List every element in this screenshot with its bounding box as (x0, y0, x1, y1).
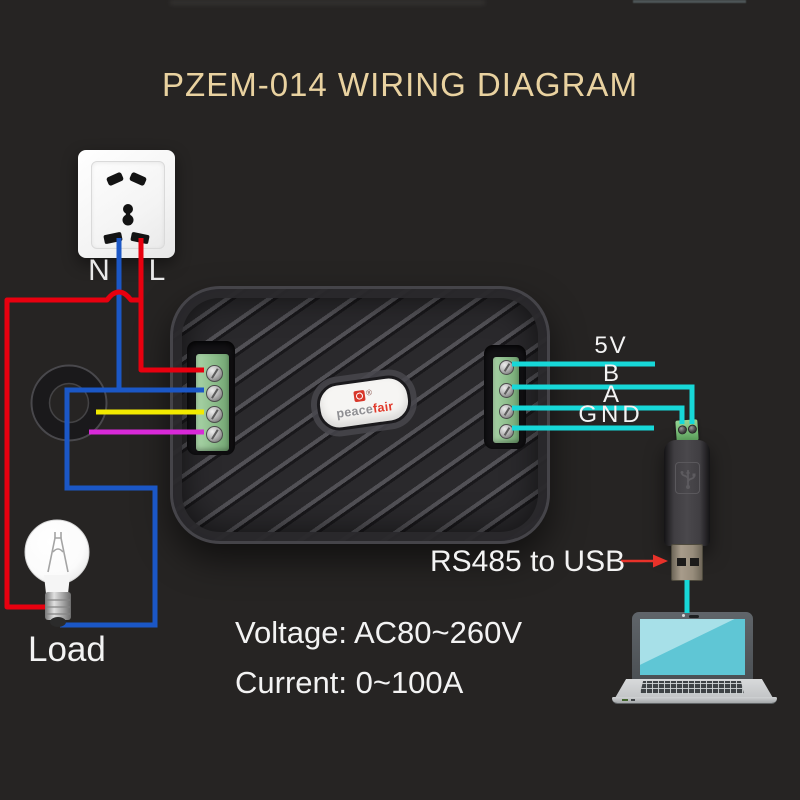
socket-inner-plate (91, 161, 165, 249)
terminal-screw (206, 365, 223, 382)
terminal-screw (499, 360, 514, 375)
laptop-keyboard-deck (615, 679, 773, 698)
screen-shine (640, 619, 735, 665)
laptop-port (622, 699, 628, 701)
webcam-dash-icon (689, 614, 699, 618)
terminal-screw (206, 426, 223, 443)
connector-screw (677, 425, 688, 435)
terminal-screw (499, 404, 514, 419)
laptop-display (640, 619, 745, 675)
registered-mark: ® (365, 387, 373, 398)
webcam-dot-icon (682, 614, 685, 617)
connector-screw (687, 424, 697, 434)
laptop-screen (632, 612, 753, 680)
terminal-screw (206, 385, 223, 402)
live-label: L (148, 254, 166, 287)
laptop-base (612, 697, 777, 704)
usb-plug (671, 544, 703, 581)
terminal-screw (206, 406, 223, 423)
pin-label-b: B (602, 360, 619, 387)
neutral-label: N (88, 254, 110, 287)
top-left-artifact (170, 0, 485, 5)
laptop-port (631, 699, 635, 701)
pin-label-gnd: GND (578, 401, 644, 428)
load-label: Load (28, 630, 106, 669)
brand-badge: ® peacefair (314, 372, 414, 434)
terminal-screw (499, 424, 514, 439)
pin-label-5v: 5V (594, 332, 628, 359)
brand-name-fair: fair (372, 398, 395, 416)
current-transformer-ring (30, 364, 108, 442)
light-bulb (24, 519, 90, 627)
brand-name-peace: peace (335, 401, 375, 421)
top-right-artifact (633, 0, 746, 3)
power-socket (78, 150, 175, 258)
page-title: PZEM-014 WIRING DIAGRAM (162, 66, 638, 103)
rs485-screw-connector (675, 419, 699, 442)
current-spec-label: Current: 0~100A (235, 665, 464, 700)
adapter-arrow-icon (621, 554, 668, 568)
socket-pin-slots-icon (103, 172, 150, 244)
usb-logo-icon (675, 462, 700, 494)
adapter-label: RS485 to USB (430, 545, 626, 578)
usb-plug-hole (690, 558, 699, 566)
usb-plug-hole (677, 558, 686, 566)
terminal-screw (499, 383, 514, 398)
usb-adapter-body (664, 440, 710, 546)
voltage-spec-label: Voltage: AC80~260V (235, 615, 522, 650)
laptop-keyboard (640, 681, 744, 694)
brand-name: peacefair (335, 398, 395, 421)
pzem-014-meter: ® peacefair (170, 286, 550, 544)
peacefair-logo-icon (352, 389, 366, 403)
